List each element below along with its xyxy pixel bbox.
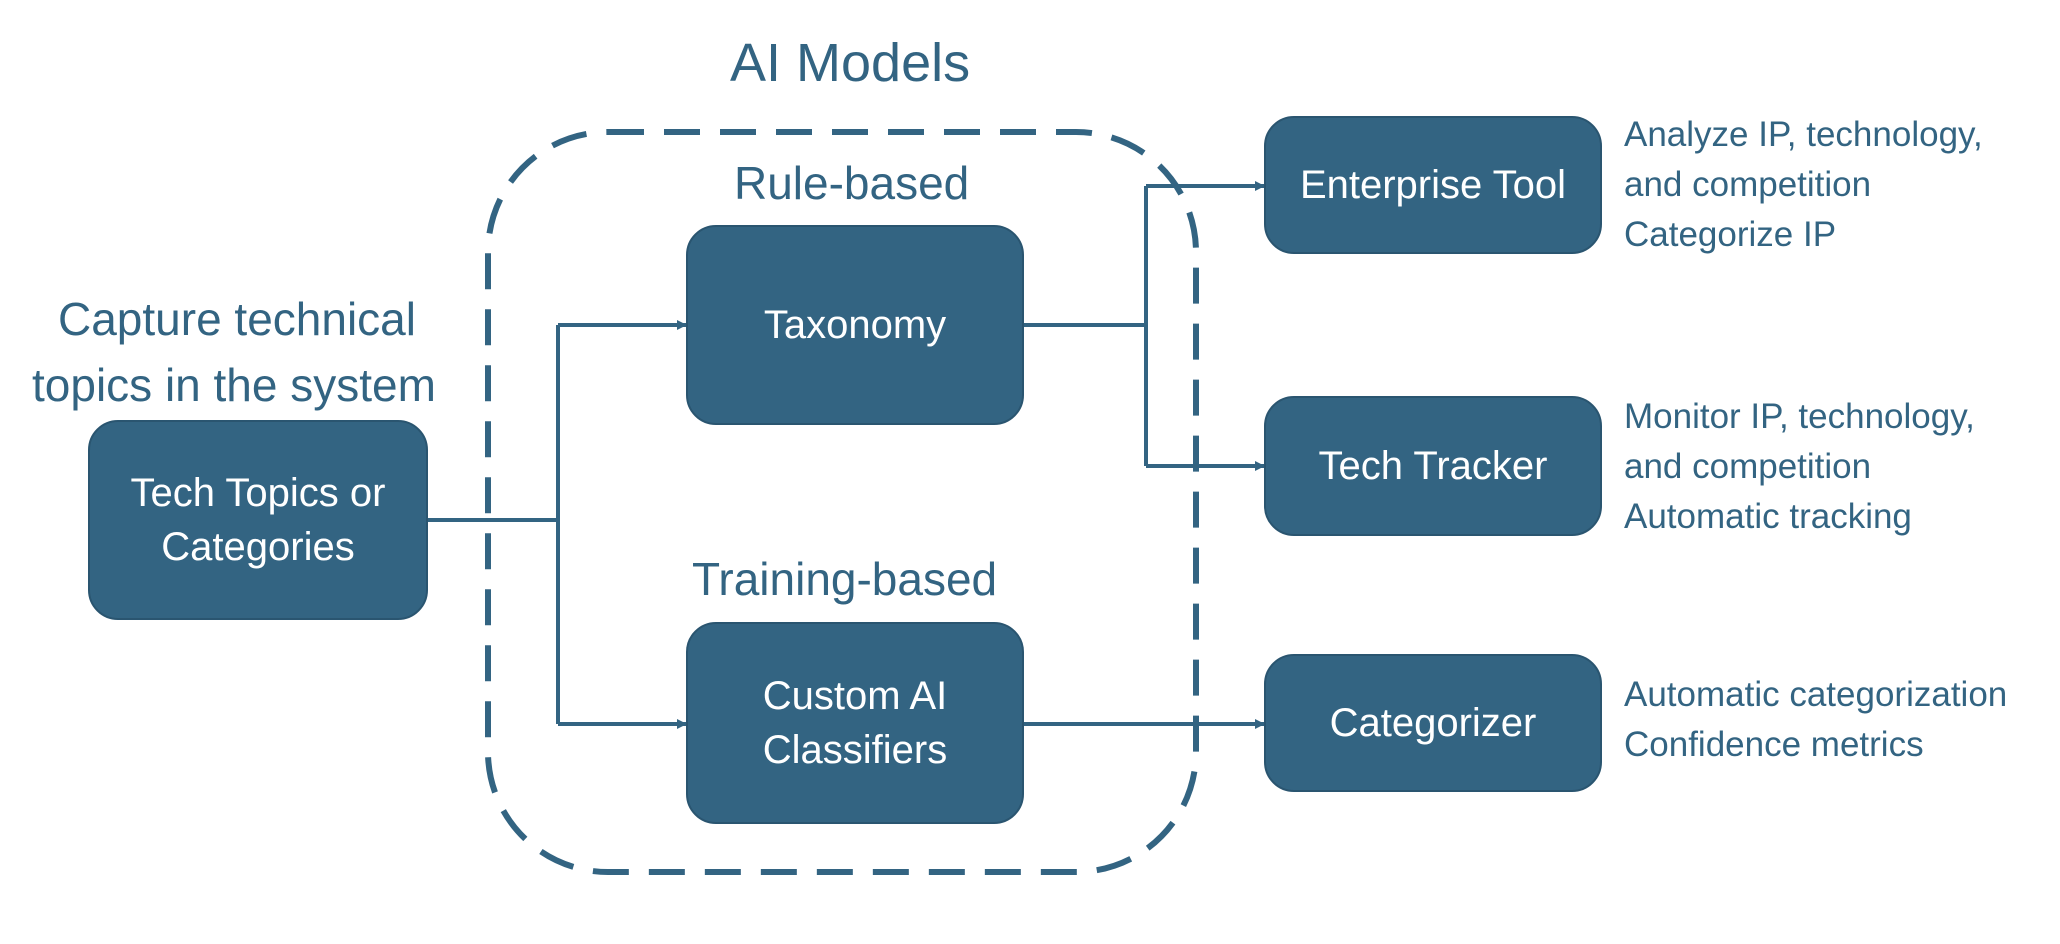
categorizer-desc-line2: Confidence metrics — [1624, 725, 1924, 764]
tech-tracker-desc-line2: and competition — [1624, 447, 1872, 486]
capture-title-line1: Capture technical — [58, 293, 416, 345]
custom-ai-classifiers-box: Custom AI Classifiers — [686, 622, 1024, 824]
ai-models-title: AI Models — [730, 33, 971, 93]
enterprise-tool-description: Analyze IP, technology, and competition … — [1624, 110, 1983, 260]
categorizer-desc-line1: Automatic categorization — [1624, 675, 2008, 714]
capture-title-line2: topics in the system — [32, 359, 436, 411]
ai-models-group-outline — [485, 129, 1199, 875]
rule-based-title: Rule-based — [734, 157, 970, 209]
connector-taxonomy-to-tools — [1024, 181, 1265, 471]
enterprise-tool-label: Enterprise Tool — [1299, 163, 1567, 207]
enterprise-tool-desc-line3: Categorize IP — [1624, 215, 1837, 254]
tech-topics-line2: Categories — [161, 525, 355, 569]
categorizer-description: Automatic categorization Confidence metr… — [1624, 670, 2007, 770]
custom-ai-line2: Classifiers — [762, 728, 948, 772]
tech-tracker-label: Tech Tracker — [1318, 444, 1548, 488]
categorizer-label: Categorizer — [1329, 701, 1537, 745]
enterprise-tool-desc-line1: Analyze IP, technology, — [1624, 115, 1983, 154]
capture-title: Capture technical topics in the system — [32, 286, 436, 418]
enterprise-tool-box: Enterprise Tool — [1264, 116, 1602, 254]
tech-tracker-desc-line1: Monitor IP, technology, — [1624, 397, 1975, 436]
tech-tracker-desc-line3: Automatic tracking — [1624, 497, 1912, 536]
custom-ai-line1: Custom AI — [762, 674, 948, 718]
taxonomy-box: Taxonomy — [686, 225, 1024, 425]
tech-tracker-description: Monitor IP, technology, and competition … — [1624, 392, 1975, 542]
tech-topics-line1: Tech Topics or — [130, 471, 386, 515]
enterprise-tool-desc-line2: and competition — [1624, 165, 1872, 204]
categorizer-box: Categorizer — [1264, 654, 1602, 792]
training-based-title: Training-based — [692, 553, 998, 605]
tech-tracker-box: Tech Tracker — [1264, 396, 1602, 536]
taxonomy-label: Taxonomy — [763, 303, 947, 347]
connector-topics-to-models — [428, 320, 687, 729]
tech-topics-box: Tech Topics or Categories — [88, 420, 428, 620]
